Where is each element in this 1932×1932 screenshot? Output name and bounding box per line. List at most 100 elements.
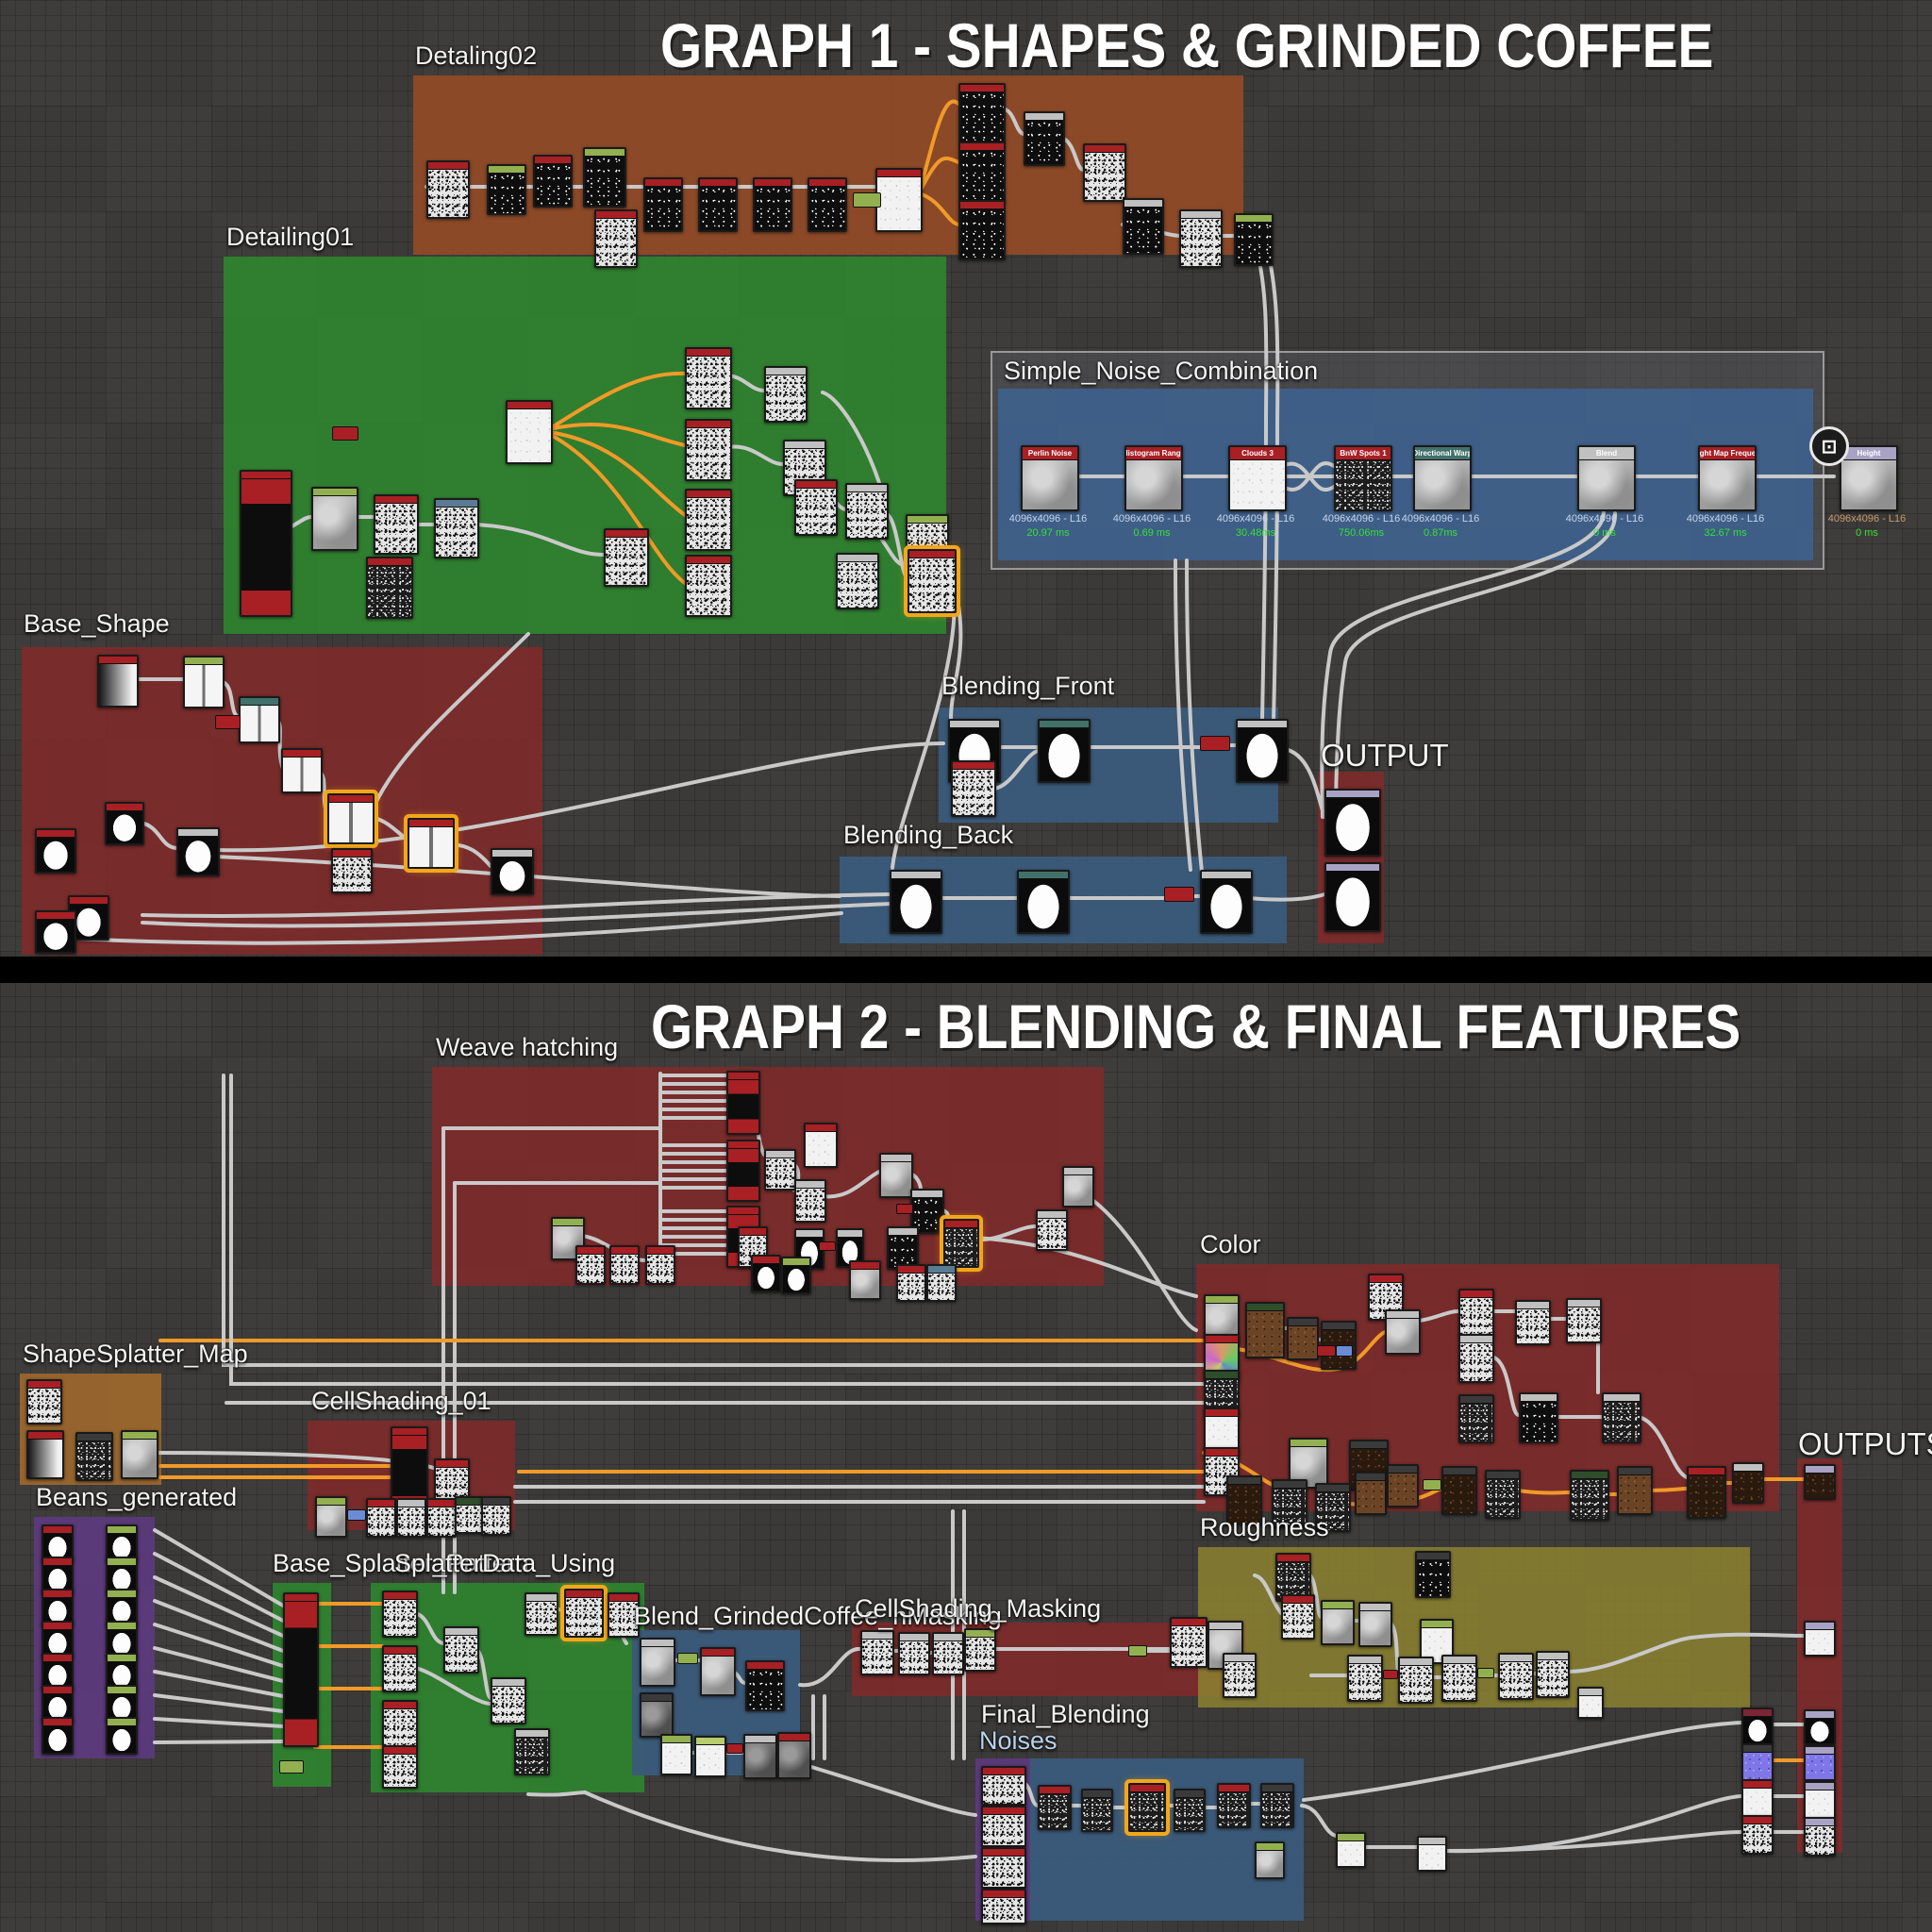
- g2-texture-node[interactable]: [42, 1557, 74, 1594]
- g2-texture-node[interactable]: [1577, 1687, 1604, 1719]
- g2-texture-node[interactable]: [26, 1379, 62, 1424]
- g2-texture-node[interactable]: [1441, 1655, 1477, 1702]
- g1-texture-node[interactable]: [643, 177, 683, 232]
- g2-texture-node[interactable]: [1741, 1815, 1774, 1855]
- g2-texture-node[interactable]: [283, 1592, 319, 1747]
- g1-texture-node[interactable]: [685, 489, 732, 551]
- g1-snc-node-height[interactable]: Height: [1840, 445, 1898, 511]
- g1-texture-node[interactable]: [685, 419, 732, 481]
- g2-texture-node[interactable]: [694, 1736, 726, 1777]
- g2-texture-node[interactable]: [1358, 1602, 1392, 1647]
- g1-texture-node[interactable]: [808, 177, 847, 232]
- g2-texture-node[interactable]: [981, 1847, 1026, 1889]
- g2-texture-node[interactable]: [743, 1734, 777, 1779]
- g1-texture-node[interactable]: [487, 164, 526, 215]
- g2-texture-node[interactable]: [481, 1496, 511, 1536]
- g1-texture-node[interactable]: [239, 696, 280, 743]
- g1-snc-node-directional-warp[interactable]: Directional Warp: [1413, 445, 1472, 511]
- g1-texture-node[interactable]: [240, 470, 292, 617]
- g2-texture-node[interactable]: [106, 1653, 138, 1690]
- g2-texture-node[interactable]: [887, 1226, 919, 1270]
- g2-texture-node[interactable]: [1272, 1479, 1307, 1528]
- g2-port-stub[interactable]: [819, 1241, 836, 1251]
- g2-texture-node[interactable]: [1458, 1289, 1494, 1338]
- g2-texture-node[interactable]: [1062, 1166, 1094, 1208]
- g2-texture-node[interactable]: [1226, 1475, 1262, 1524]
- g2-texture-node[interactable]: [1170, 1617, 1208, 1668]
- g2-texture-node[interactable]: [1174, 1789, 1206, 1832]
- g2-texture-node[interactable]: [726, 1071, 760, 1135]
- g2-texture-node[interactable]: [1687, 1466, 1726, 1519]
- g2-texture-node[interactable]: [106, 1621, 138, 1658]
- g1-texture-node[interactable]: [753, 177, 792, 232]
- g2-texture-node[interactable]: [382, 1700, 418, 1747]
- g2-texture-node[interactable]: [426, 1498, 457, 1538]
- g1-texture-node[interactable]: [491, 848, 534, 895]
- g2-texture-node[interactable]: [700, 1647, 736, 1696]
- g1-snc-node-height-map-frequen-[interactable]: Height Map Frequen...: [1698, 445, 1757, 511]
- g1-texture-node[interactable]: [426, 160, 470, 219]
- g2-texture-node[interactable]: [42, 1685, 74, 1723]
- g1-texture-node[interactable]: [685, 347, 732, 409]
- g2-texture-node[interactable]: [1804, 1621, 1836, 1657]
- g2-texture-node[interactable]: [879, 1153, 913, 1198]
- g2-texture-node[interactable]: [1245, 1302, 1285, 1358]
- g2-texture-node[interactable]: [1458, 1334, 1494, 1383]
- g1-snc-node-clouds-3[interactable]: Clouds 3: [1228, 445, 1287, 511]
- g1-snc-node-histogram-range[interactable]: Histogram Range: [1124, 445, 1183, 511]
- g2-texture-node[interactable]: [898, 1632, 930, 1675]
- g2-texture-node[interactable]: [1347, 1655, 1383, 1702]
- g1-texture-node[interactable]: [1017, 870, 1070, 934]
- g2-port-stub[interactable]: [347, 1509, 366, 1521]
- g2-texture-node[interactable]: [1255, 1841, 1285, 1879]
- g2-port-stub[interactable]: [1423, 1479, 1441, 1491]
- g2-texture-node[interactable]: [391, 1426, 428, 1511]
- g1-texture-node[interactable]: [97, 655, 139, 708]
- g1-texture-node[interactable]: [1324, 862, 1381, 932]
- g2-texture-node[interactable]: [42, 1621, 74, 1658]
- g2-texture-node[interactable]: [1519, 1392, 1558, 1443]
- g1-texture-node[interactable]: [327, 793, 375, 844]
- g2-texture-node[interactable]: [751, 1255, 781, 1292]
- g2-port-stub[interactable]: [726, 1743, 743, 1754]
- g2-texture-node[interactable]: [396, 1498, 426, 1538]
- g1-texture-node[interactable]: [1234, 213, 1274, 266]
- g2-texture-node[interactable]: [1321, 1600, 1355, 1645]
- g2-texture-node[interactable]: [1036, 1209, 1068, 1251]
- g1-texture-node[interactable]: [604, 528, 649, 587]
- g2-texture-node[interactable]: [849, 1260, 881, 1300]
- g2-texture-node[interactable]: [777, 1732, 811, 1779]
- g1-texture-node[interactable]: [366, 557, 413, 619]
- g2-port-stub[interactable]: [896, 1204, 913, 1214]
- g1-texture-node[interactable]: [408, 818, 455, 869]
- g1-texture-node[interactable]: [183, 656, 225, 708]
- g2-texture-node[interactable]: [781, 1257, 811, 1294]
- g1-texture-node[interactable]: [890, 870, 942, 934]
- g2-texture-node[interactable]: [764, 1149, 796, 1191]
- g1-texture-node[interactable]: [281, 748, 323, 793]
- g2-texture-node[interactable]: [794, 1179, 826, 1223]
- g2-texture-node[interactable]: [1441, 1466, 1477, 1515]
- g1-texture-node[interactable]: [1024, 111, 1065, 166]
- g1-texture-node[interactable]: [1083, 143, 1126, 202]
- g1-texture-node[interactable]: [685, 555, 732, 617]
- g2-texture-node[interactable]: [75, 1432, 113, 1481]
- g2-texture-node[interactable]: [1570, 1470, 1609, 1521]
- g2-port-stub[interactable]: [1128, 1645, 1147, 1657]
- g2-texture-node[interactable]: [1385, 1309, 1421, 1355]
- g1-texture-node[interactable]: [434, 498, 479, 558]
- g2-texture-node[interactable]: [609, 1245, 640, 1285]
- g1-texture-node[interactable]: [908, 549, 957, 613]
- g2-texture-node[interactable]: [382, 1591, 418, 1638]
- g2-texture-node[interactable]: [1281, 1594, 1315, 1640]
- g2-texture-node[interactable]: [366, 1498, 396, 1538]
- g2-texture-node[interactable]: [1804, 1781, 1836, 1819]
- g2-texture-node[interactable]: [1804, 1709, 1836, 1745]
- g2-texture-node[interactable]: [981, 1806, 1026, 1847]
- g2-texture-node[interactable]: [1566, 1298, 1602, 1343]
- g1-texture-node[interactable]: [951, 760, 996, 817]
- g1-snc-node-blend[interactable]: Blend: [1577, 445, 1636, 511]
- g2-port-stub[interactable]: [677, 1653, 698, 1664]
- g2-texture-node[interactable]: [981, 1889, 1026, 1924]
- g1-texture-node[interactable]: [1179, 209, 1223, 268]
